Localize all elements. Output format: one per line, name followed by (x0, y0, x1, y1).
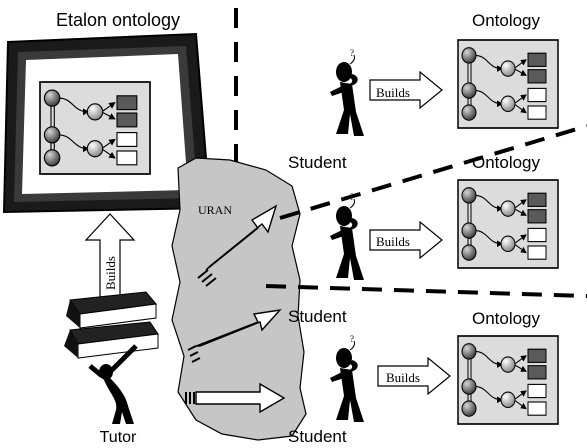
student-label-2: Student (288, 307, 347, 326)
student-figure-2 (329, 191, 365, 281)
ontology-title-2: Ontology (472, 153, 541, 172)
builds-label-2: Builds (376, 234, 410, 249)
tutor-builds-label: Builds (103, 256, 118, 290)
uran-arrow-mid (187, 309, 282, 363)
uran-arrow-low (185, 382, 286, 414)
ontology-graph-2 (458, 180, 558, 268)
separator-top (279, 124, 587, 220)
tutor-builds-arrow (84, 213, 136, 299)
student-label-1: Student (288, 153, 347, 172)
student-figure-3 (329, 333, 365, 423)
tutor-figure (88, 344, 138, 424)
ontology-title-3: Ontology (472, 309, 541, 328)
student-figure-1 (329, 47, 365, 137)
separator-bottom (265, 284, 587, 298)
builds-label-1: Builds (376, 85, 410, 100)
student-label-3: Student (288, 427, 347, 446)
uran-arrow-up (197, 204, 278, 287)
ontology-graph-3 (458, 336, 558, 424)
tutor-label: Tutor (100, 429, 137, 446)
ontology-title-1: Ontology (472, 11, 541, 30)
books-stack (64, 291, 159, 359)
uran-label: URAN (198, 203, 232, 217)
builds-label-3: Builds (386, 370, 420, 385)
uran-region (171, 157, 307, 441)
ontology-graph-1 (458, 40, 558, 128)
etalon-title: Etalon ontology (56, 10, 180, 30)
etalon-frame (2, 32, 212, 214)
